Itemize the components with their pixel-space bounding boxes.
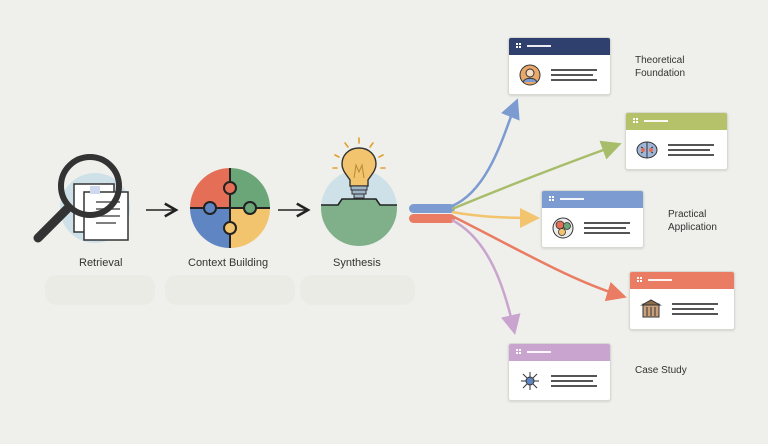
card-text-lines — [551, 372, 601, 390]
brain-icon — [636, 141, 658, 158]
hub-bar-bottom — [409, 214, 455, 223]
card-text-lines — [584, 219, 634, 237]
output-label-theoretical: Theoretical Foundation — [635, 54, 685, 80]
card-text-lines — [551, 66, 601, 84]
output-label-line: Case Study — [635, 365, 687, 376]
context-panel — [165, 275, 295, 305]
person-icon — [519, 64, 541, 85]
stage-label-synthesis: Synthesis — [333, 257, 381, 269]
stage-label-retrieval: Retrieval — [79, 257, 123, 269]
branch-arrow-practical — [451, 207, 540, 228]
card-header — [509, 38, 610, 55]
puzzle-icon — [190, 168, 270, 248]
output-label-case-study: Case Study — [635, 364, 687, 377]
synthesis-panel — [300, 275, 415, 305]
card-header — [626, 113, 727, 130]
output-card-theoretical — [508, 37, 611, 95]
branch-arrow-fourth — [451, 214, 627, 302]
output-label-line: Application — [668, 222, 717, 233]
branch-arrow-theoretical — [451, 98, 520, 208]
output-label-line: Foundation — [635, 68, 686, 79]
output-card-fourth — [629, 271, 735, 330]
building-icon — [640, 299, 662, 318]
card-header — [542, 191, 643, 208]
card-header — [509, 344, 610, 361]
molecule-icon — [552, 217, 574, 238]
network-icon — [521, 371, 539, 390]
output-card-practical — [541, 190, 644, 248]
branch-arrow-case-study — [451, 218, 521, 335]
card-text-lines — [668, 141, 718, 159]
lightbulb-icon — [332, 137, 386, 199]
card-text-lines — [672, 300, 722, 318]
magnifier-document-icon — [33, 154, 130, 243]
synthesis-icon — [321, 170, 397, 246]
output-label-line: Practical — [668, 209, 707, 220]
card-header — [630, 272, 734, 289]
output-label-practical: Practical Application — [668, 208, 717, 234]
hub-bar-top — [409, 204, 455, 213]
output-card-case-study — [508, 343, 611, 401]
output-label-line: Theoretical — [635, 55, 685, 66]
branch-arrow-second — [451, 140, 622, 211]
stage-label-context-building: Context Building — [188, 257, 269, 269]
output-card-second — [625, 112, 728, 170]
retrieval-panel — [45, 275, 155, 305]
